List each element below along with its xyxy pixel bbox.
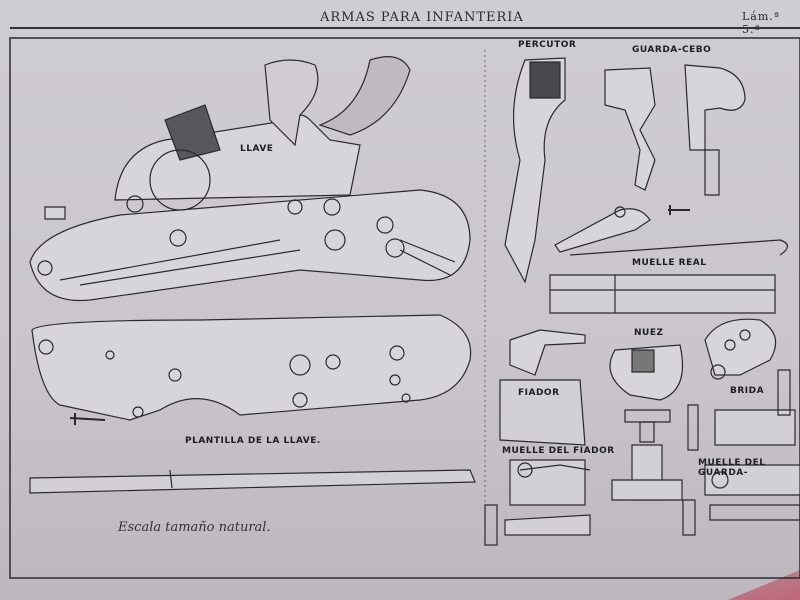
nuez-part [610,345,683,500]
percutor-part [505,58,565,282]
muelle-del-guarda-part [683,465,800,535]
label-guarda-cebo: GUARDA-CEBO [632,45,712,55]
scale-note: Escala tamaño natural. [118,520,271,535]
label-nuez: NUEZ [634,328,664,338]
label-muelle-del-fiador: MUELLE DEL FIADOR [502,446,615,456]
label-fiador: FIADOR [518,388,560,398]
muelle-real-part [550,205,788,313]
fiador-part [500,330,585,445]
lock-plate-template [30,315,475,493]
label-muelle-del-guarda: MUELLE DEL GUARDA- [698,458,766,478]
lock-llave [30,57,470,301]
guarda-cebo-part [605,65,745,195]
plate-number: Lám.ª 5.ª [742,10,781,36]
label-llave: LLAVE [240,144,274,154]
muelle-del-fiador-part [485,460,590,545]
header-rule [10,27,800,29]
label-plantilla: PLANTILLA DE LA LLAVE. [185,436,321,446]
brida-part [688,319,795,450]
page-title: ARMAS PARA INFANTERIA [320,10,524,25]
label-brida: BRIDA [730,386,765,396]
plate-border [10,38,800,578]
label-muelle-real: MUELLE REAL [632,258,707,268]
label-percutor: PERCUTOR [518,40,577,50]
